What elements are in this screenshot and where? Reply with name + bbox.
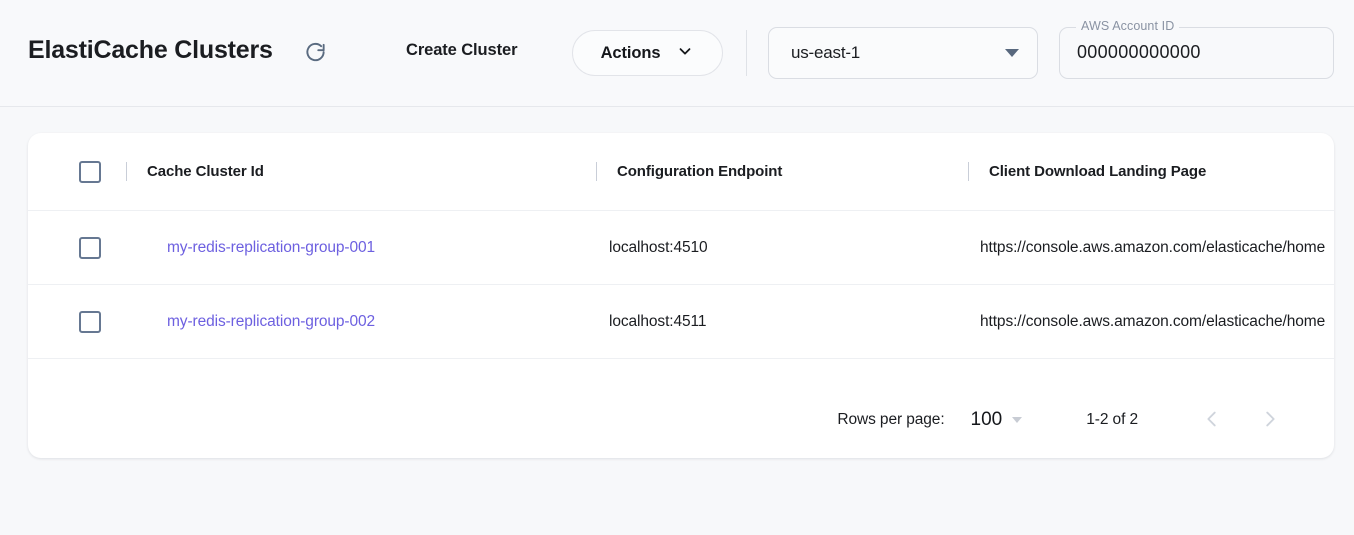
table-header-row: Cache Cluster Id Configuration Endpoint …	[28, 133, 1334, 211]
column-header-label: Cache Cluster Id	[147, 163, 264, 180]
chevron-down-icon	[676, 42, 694, 65]
table-header: Cache Cluster Id Configuration Endpoint …	[28, 133, 1334, 211]
page-title: ElastiCache Clusters	[28, 36, 273, 64]
column-divider	[126, 162, 127, 181]
actions-button[interactable]: Actions	[572, 30, 723, 76]
aws-account-id-value: 000000000000	[1077, 42, 1201, 62]
cell-cluster-id: my-redis-replication-group-002	[126, 284, 596, 359]
aws-account-id-label: AWS Account ID	[1076, 19, 1180, 33]
cluster-id-link[interactable]: my-redis-replication-group-002	[167, 312, 376, 330]
rows-per-page-label: Rows per page:	[837, 411, 945, 428]
table-row: my-redis-replication-group-002 localhost…	[28, 284, 1334, 359]
column-header-cluster-id[interactable]: Cache Cluster Id	[126, 133, 596, 211]
table-body: my-redis-replication-group-001 localhost…	[28, 210, 1334, 359]
actions-button-label: Actions	[600, 43, 661, 62]
toolbar-divider	[746, 30, 747, 76]
row-select-cell	[28, 284, 126, 359]
region-select-value: us-east-1	[791, 43, 861, 62]
cell-cluster-id: my-redis-replication-group-001	[126, 210, 596, 285]
column-header-label: Configuration Endpoint	[617, 163, 783, 180]
select-all-checkbox[interactable]	[79, 160, 101, 183]
chevron-right-icon	[1259, 408, 1281, 433]
cell-landing-page: https://console.aws.amazon.com/elasticac…	[968, 210, 1334, 285]
column-header-landing-page[interactable]: Client Download Landing Page	[968, 133, 1334, 211]
cell-landing-page: https://console.aws.amazon.com/elasticac…	[968, 284, 1334, 359]
refresh-icon	[304, 41, 327, 67]
chevron-left-icon	[1201, 408, 1223, 433]
caret-down-icon	[1005, 49, 1019, 57]
next-page-button[interactable]	[1253, 403, 1287, 437]
refresh-button[interactable]	[302, 41, 328, 67]
pagination: Rows per page: 100 1-2 of 2	[28, 382, 1334, 458]
chevron-down-icon	[1012, 417, 1023, 423]
clusters-table-card: Cache Cluster Id Configuration Endpoint …	[28, 133, 1334, 458]
pagination-range-label: 1-2 of 2	[1086, 411, 1138, 428]
content-area: Cache Cluster Id Configuration Endpoint …	[0, 107, 1354, 535]
column-header-label: Client Download Landing Page	[989, 163, 1207, 180]
column-header-endpoint[interactable]: Configuration Endpoint	[596, 133, 968, 211]
row-select-cell	[28, 210, 126, 285]
cell-endpoint: localhost:4511	[596, 284, 968, 359]
select-all-header-cell	[28, 133, 126, 211]
previous-page-button[interactable]	[1195, 403, 1229, 437]
app-header: ElastiCache Clusters Create Cluster Acti…	[0, 0, 1354, 107]
cluster-id-link[interactable]: my-redis-replication-group-001	[167, 238, 376, 256]
rows-per-page-value: 100	[970, 409, 1003, 430]
create-cluster-button[interactable]: Create Cluster	[406, 41, 518, 59]
table-row: my-redis-replication-group-001 localhost…	[28, 210, 1334, 285]
region-select[interactable]: us-east-1	[768, 27, 1038, 79]
clusters-table: Cache Cluster Id Configuration Endpoint …	[28, 133, 1334, 359]
row-checkbox[interactable]	[79, 310, 101, 333]
cell-endpoint: localhost:4510	[596, 210, 968, 285]
aws-account-id-field[interactable]: AWS Account ID 000000000000	[1059, 19, 1334, 79]
column-divider	[596, 162, 597, 181]
row-checkbox[interactable]	[79, 236, 101, 259]
column-divider	[968, 162, 969, 181]
rows-per-page-select[interactable]: 100	[971, 409, 1023, 431]
